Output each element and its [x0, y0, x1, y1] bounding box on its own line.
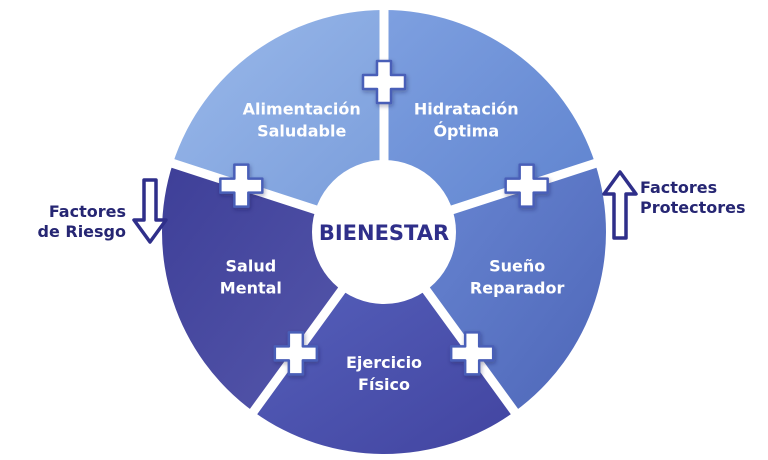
- risk-factors-line-2: de Riesgo: [37, 222, 127, 241]
- plus-icon: [219, 163, 264, 208]
- plus-icon: [449, 331, 495, 376]
- protective-factors-line-2: Protectores: [640, 198, 746, 217]
- plus-icon: [273, 331, 319, 376]
- protective-factors-line-1: Factores: [640, 178, 718, 197]
- center-circle: [312, 160, 456, 304]
- down-arrow-icon: [132, 178, 168, 244]
- risk-factors-line-1: Factores: [48, 202, 126, 221]
- segment-sueno: [419, 163, 606, 412]
- segment-alimentacion: [172, 10, 384, 214]
- risk-factors-label: Factores de Riesgo: [14, 202, 127, 242]
- segment-hidratacion: [384, 10, 596, 214]
- plus-icon: [361, 59, 407, 105]
- protective-factors-label: Factores Protectores: [640, 178, 768, 218]
- segment-salud-mental: [162, 163, 349, 412]
- up-arrow-icon: [602, 170, 638, 240]
- center-label: BIENESTAR: [319, 221, 449, 245]
- plus-icon: [504, 163, 549, 208]
